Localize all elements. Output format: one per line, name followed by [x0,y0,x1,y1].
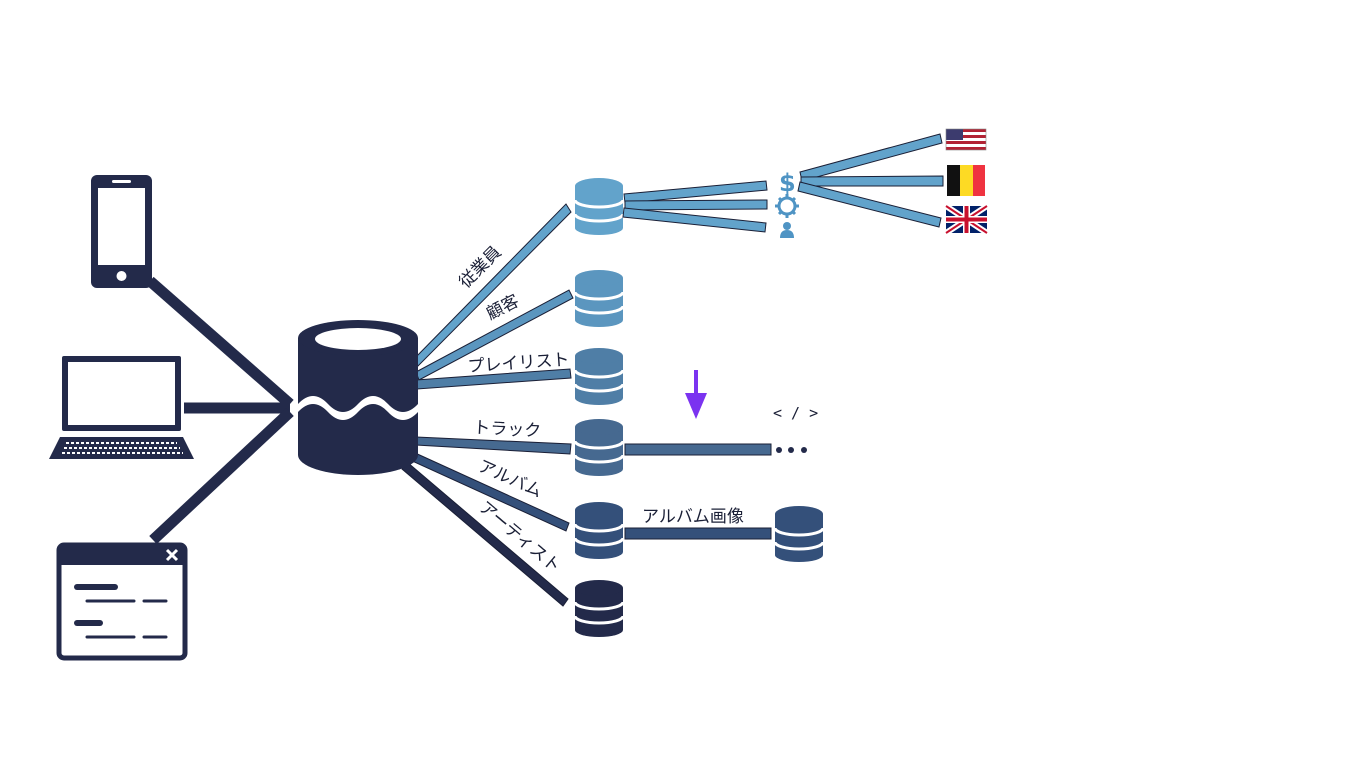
customer-database-icon [573,270,625,327]
album-image-branch: アルバム画像 [624,506,825,562]
uk-flag-icon [944,203,989,236]
gear-icon [775,194,799,218]
central-database-icon [298,320,418,475]
down-arrow-icon [685,370,707,419]
close-icon [165,548,179,562]
us-flag-icon [945,128,987,151]
flag-links [797,133,944,228]
belgium-flag-icon [947,165,985,196]
artist-database-icon [573,580,625,637]
track-output-link [624,443,772,456]
album-image-label: アルバム画像 [642,507,744,527]
track-label: トラック [473,418,542,442]
table-links [401,203,574,607]
track-link [415,436,572,455]
album-image-database-icon [773,506,825,562]
phone-link [146,276,294,409]
dollar-icon: $ [779,169,796,197]
track-database-icon [573,419,625,476]
ellipsis-icon [776,447,807,453]
browser-window-icon [56,542,188,661]
browser-link [149,407,294,545]
feature-icons: $ [775,169,799,238]
person-icon [780,222,794,238]
playlist-database-icon [573,348,625,405]
code-icon: < / > [773,404,818,422]
device-links [146,276,294,545]
employee-feature-links [622,180,768,233]
album-label: アルバム [475,456,545,502]
laptop-icon [49,356,194,459]
album-database-icon [573,502,625,559]
employee-link [414,203,572,367]
track-output: < / > [624,404,818,456]
employee-database-icon [573,178,625,235]
phone-icon [91,175,152,288]
album-image-link [624,527,772,540]
